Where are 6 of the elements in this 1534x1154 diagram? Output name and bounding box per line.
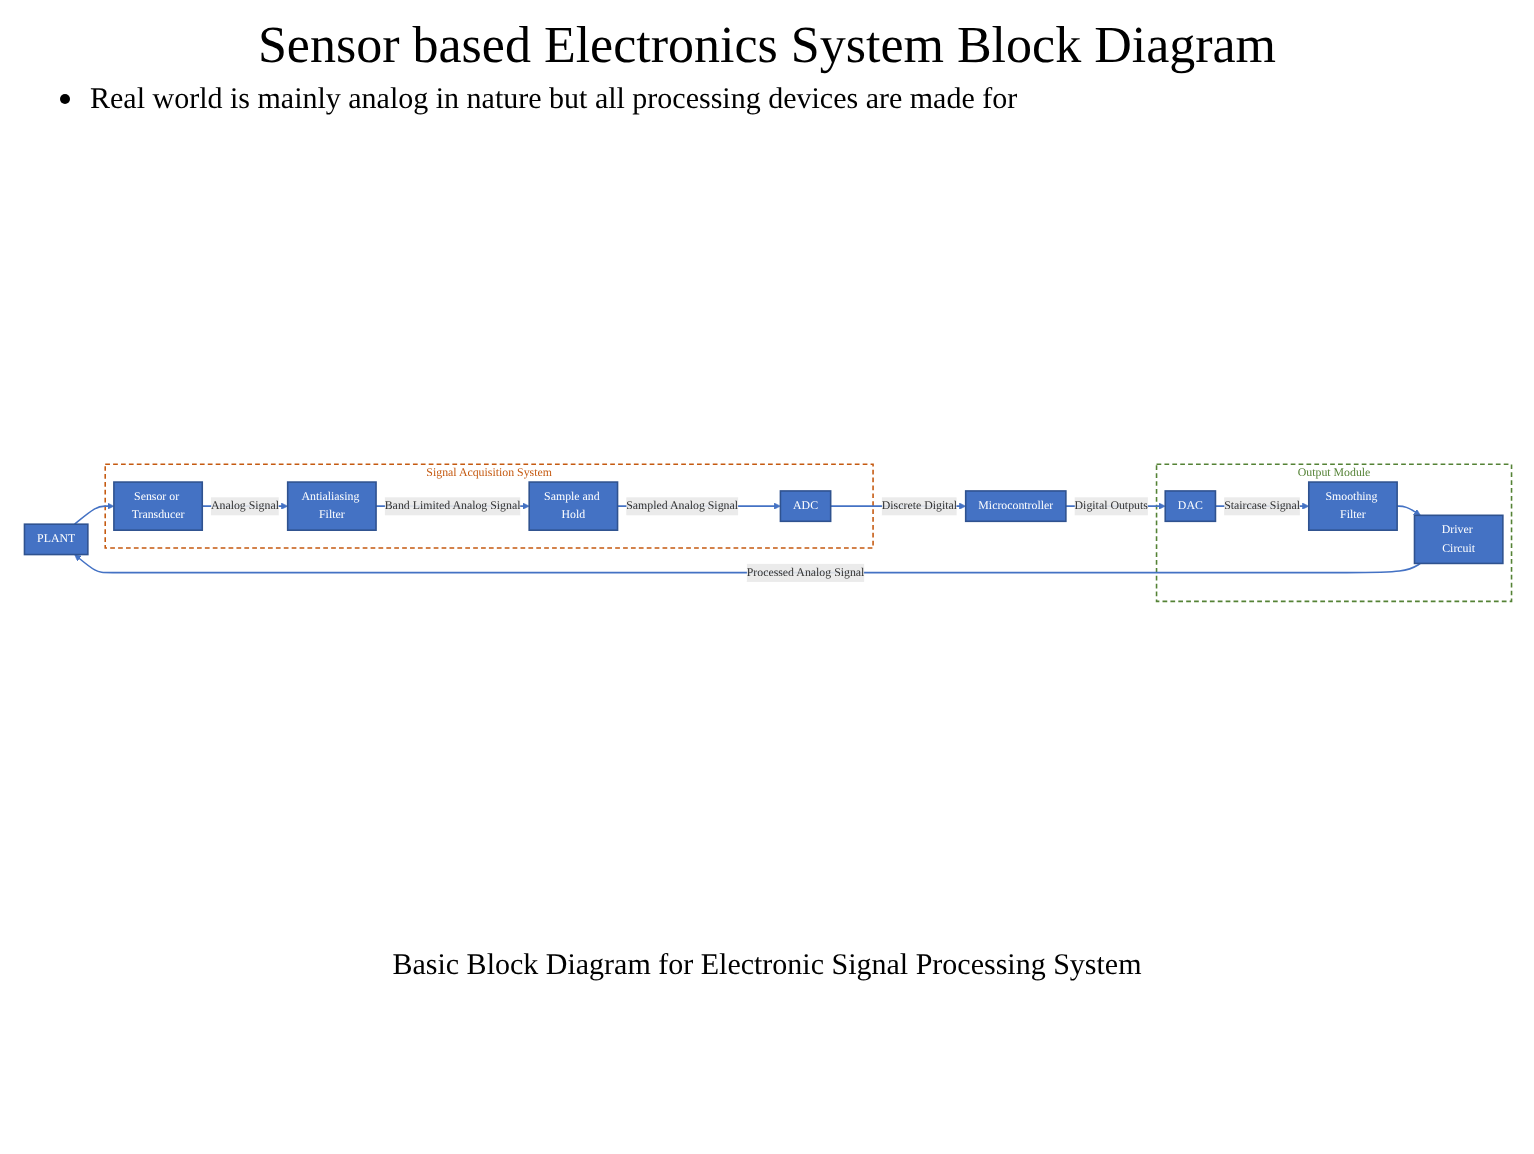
arrow — [72, 501, 114, 525]
arrow — [1395, 504, 1420, 515]
bullet-note: Real world is mainly analog in nature but all processing devices are made for — [90, 84, 1018, 116]
diagram-title: Sensor based Electronics System Block Diagram — [255, 16, 1279, 76]
diagram-caption: Basic Block Diagram for Electronic Signal Processing System — [390, 950, 1144, 984]
arrow — [73, 553, 1421, 573]
